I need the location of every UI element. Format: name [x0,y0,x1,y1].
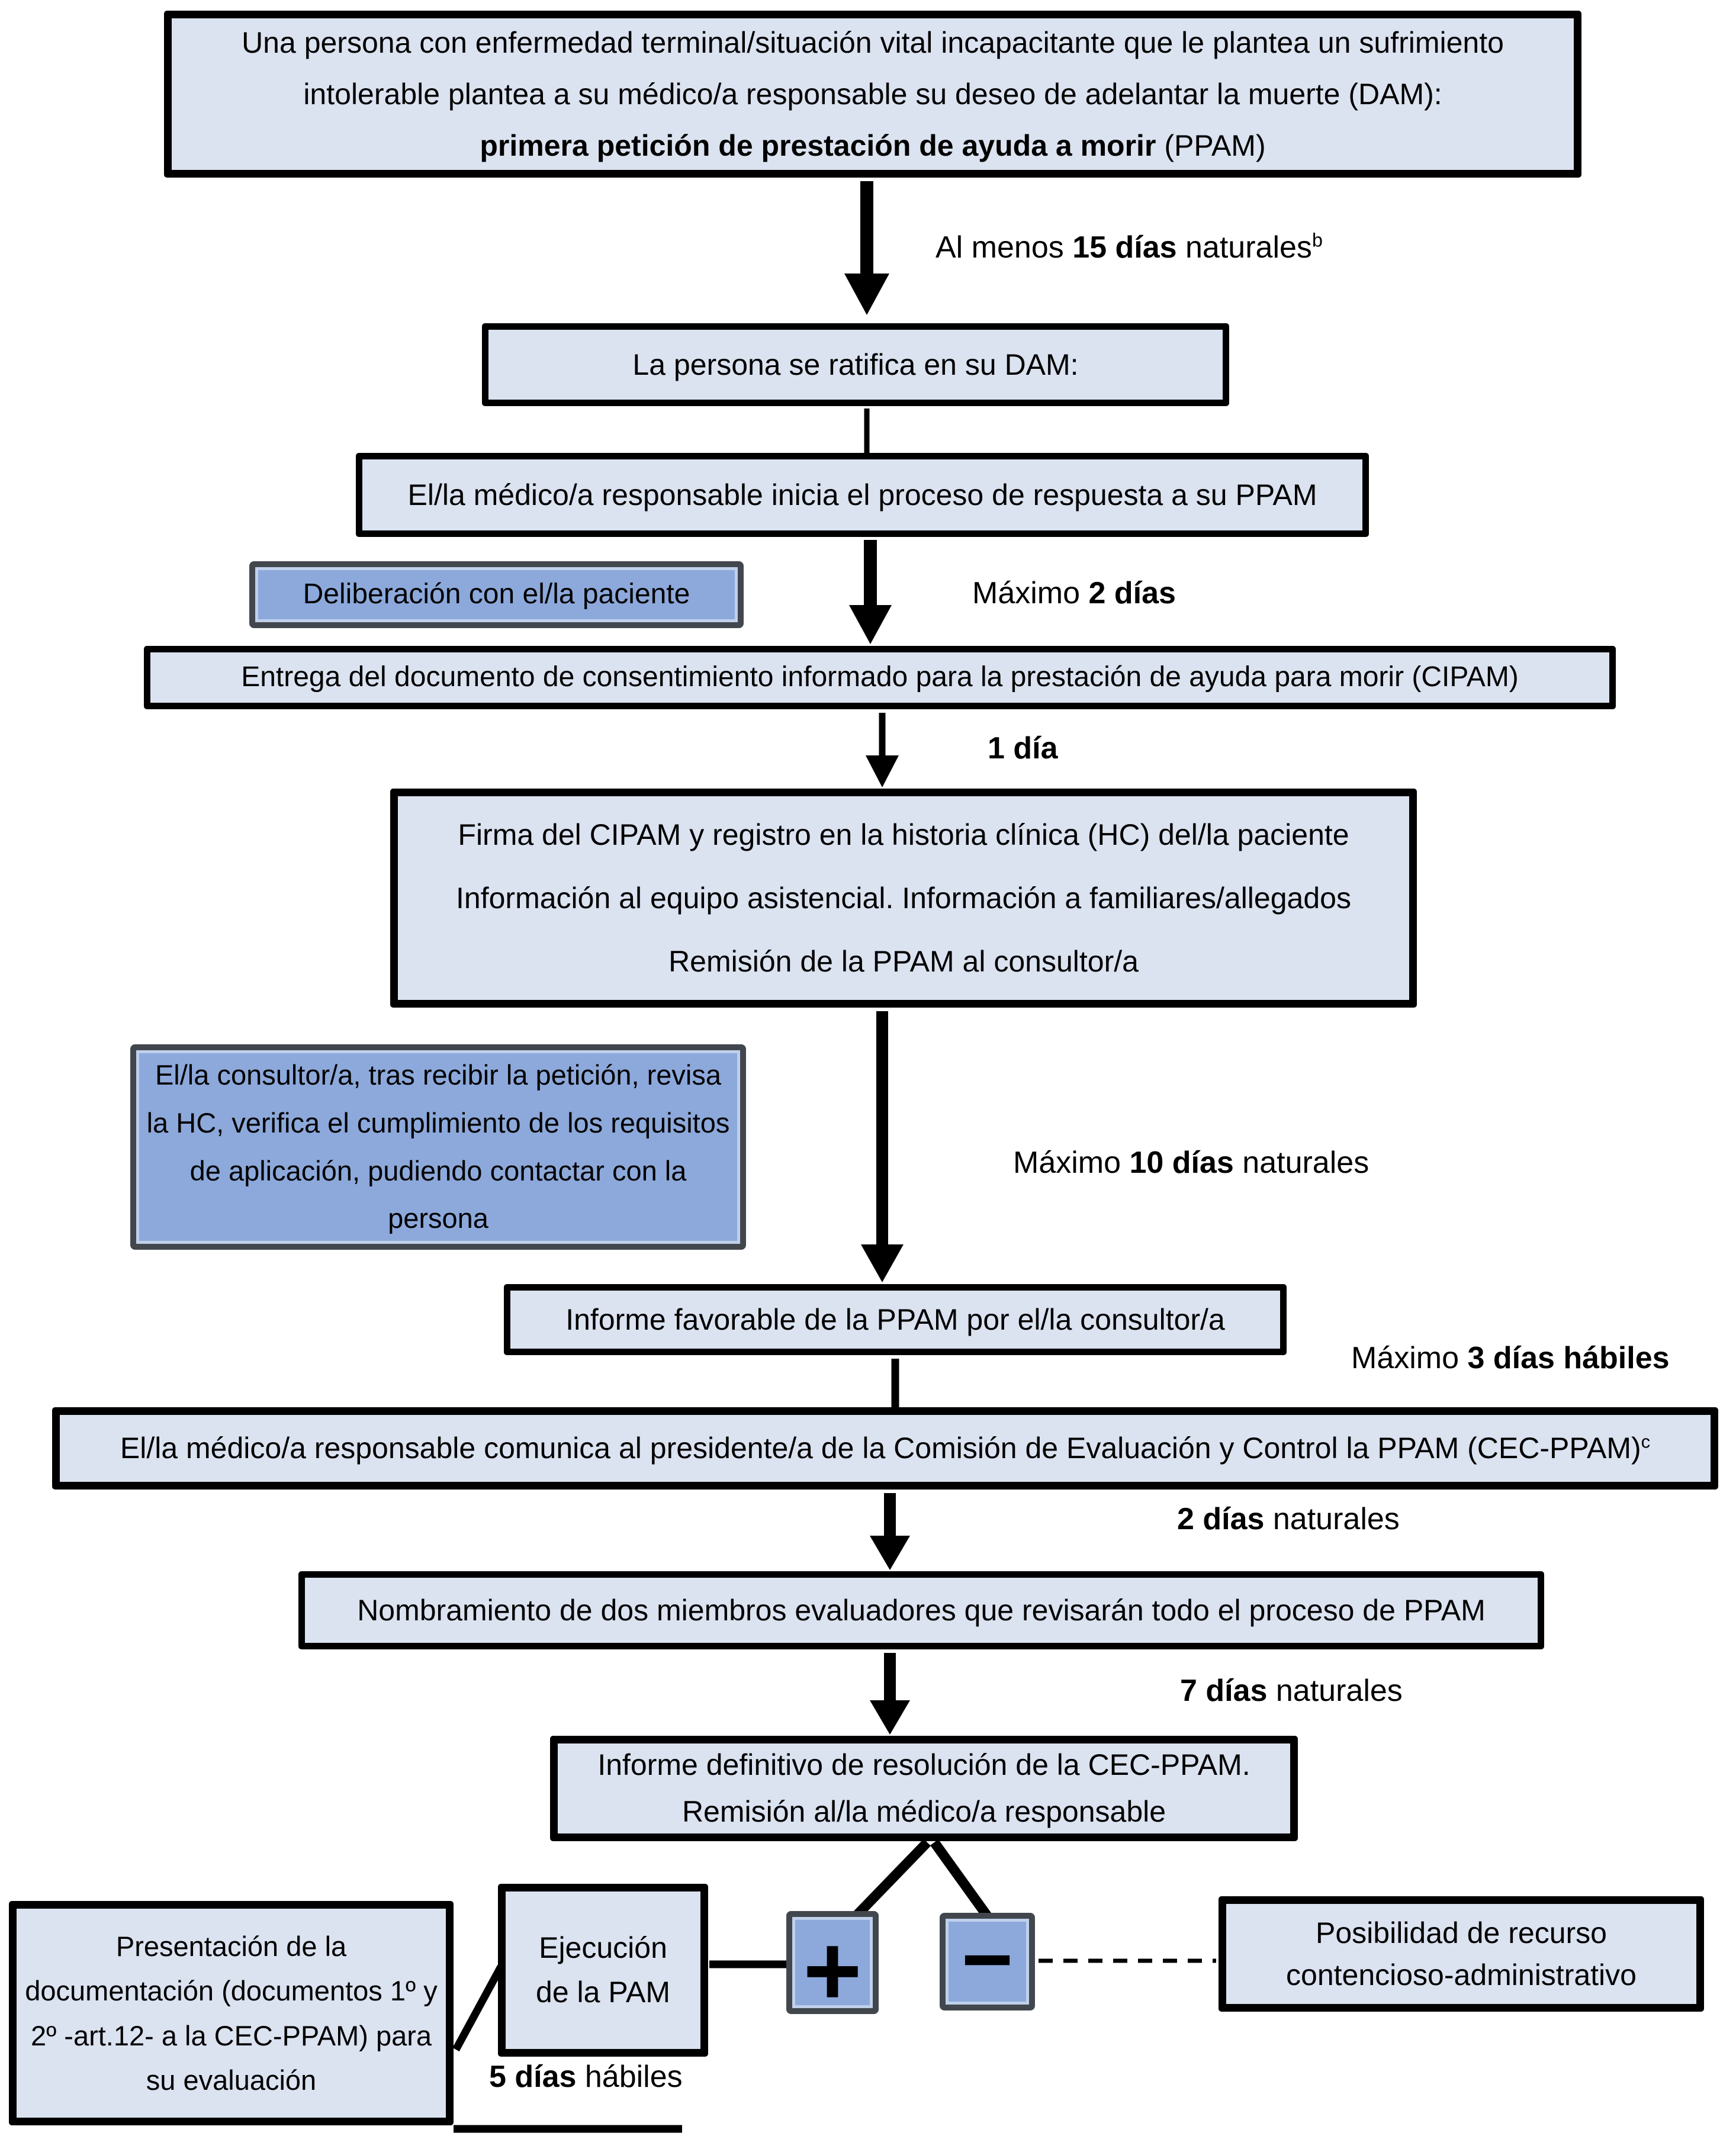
box-informe-favorable: Informe favorable de la PPAM por el/la c… [504,1284,1287,1355]
line-presentacion-to-ejecucion [452,1964,504,2052]
box-presentacion-documentacion-text: Presentación de la documentación (docume… [25,1931,438,2096]
box-firma-cipam-line1: Firma del CIPAM y registro en la histori… [458,818,1349,851]
plus-sign: + [803,1915,862,2027]
box-consultor: El/la consultor/a, tras recibir la petic… [130,1044,746,1250]
box-ejecucion-pam-line1: Ejecución [539,1931,667,1964]
box-ratifica-text: La persona se ratifica en su DAM: [632,348,1079,381]
box-entrega-cipam-text: Entrega del documento de consentimiento … [241,661,1519,693]
box-recurso-contencioso: Posibilidad de recurso contencioso-admin… [1219,1896,1704,2012]
box-informe-favorable-text: Informe favorable de la PPAM por el/la c… [565,1302,1225,1336]
arrowhead-nombramiento-to-informe-definitivo [870,1700,910,1735]
label-15-dias: Al menos 15 días naturalesb [935,229,1323,265]
arrowhead-comunica-to-nombramiento [870,1536,910,1570]
label-10-dias: Máximo 10 días naturales [1013,1146,1369,1180]
box-primera-peticion-line2: intolerable plantea a su médico/a respon… [303,77,1442,111]
box-recurso-contencioso-line1: Posibilidad de recurso [1316,1916,1607,1950]
box-firma-cipam-line2: Información al equipo asistencial. Infor… [456,881,1351,915]
label-1-dia: 1 día [988,731,1058,765]
box-ratifica: La persona se ratifica en su DAM: [482,323,1229,406]
box-recurso-contencioso-line2: contencioso-administrativo [1286,1958,1637,1992]
box-primera-peticion-line3: primera petición de prestación de ayuda … [480,128,1266,162]
box-primera-peticion-line1: Una persona con enfermedad terminal/situ… [242,25,1504,59]
box-informe-definitivo: Informe definitivo de resolución de la C… [550,1736,1298,1841]
box-presentacion-documentacion: Presentación de la documentación (docume… [9,1901,454,2125]
box-primera-peticion: Una persona con enfermedad terminal/situ… [164,11,1581,178]
box-negative-outcome: − [940,1913,1035,2010]
box-comunica-cec: El/la médico/a responsable comunica al p… [52,1407,1718,1490]
label-2-dias-naturales: 2 días naturales [1177,1502,1400,1536]
label-3-dias-habiles: Máximo 3 días hábiles [1351,1341,1670,1375]
box-consultor-text: El/la consultor/a, tras recibir la petic… [146,1059,730,1234]
arrowhead-firma-to-informe-favorable [861,1244,904,1282]
label-5-dias-habiles: 5 días hábiles [489,2060,683,2094]
branch-to-negative [930,1839,993,1921]
label-7-dias: 7 días naturales [1180,1674,1403,1708]
box-firma-cipam-line3: Remisión de la PPAM al consultor/a [668,944,1139,978]
minus-sign: − [961,1909,1014,2009]
box-informe-definitivo-line1: Informe definitivo de resolución de la C… [597,1748,1250,1781]
branch-to-positive [853,1839,931,1918]
box-informe-definitivo-line2: Remisión al/la médico/a responsable [681,1795,1166,1828]
arrowhead-initial-to-ratifica [844,274,889,315]
box-nombramiento-text: Nombramiento de dos miembros evaluadores… [357,1593,1486,1627]
box-nombramiento: Nombramiento de dos miembros evaluadores… [298,1571,1544,1649]
label-2-dias: Máximo 2 días [972,576,1176,610]
box-firma-cipam: Firma del CIPAM y registro en la histori… [390,789,1417,1008]
box-inicia-proceso-text: El/la médico/a responsable inicia el pro… [407,478,1317,512]
box-comunica-cec-text: El/la médico/a responsable comunica al p… [120,1431,1651,1465]
box-entrega-cipam: Entrega del documento de consentimiento … [144,646,1616,709]
arrowhead-inicia-to-entrega [849,605,892,644]
box-positive-outcome: + [786,1911,879,2021]
box-deliberacion-text: Deliberación con el/la paciente [303,578,690,610]
box-deliberacion: Deliberación con el/la paciente [249,561,744,628]
box-ejecucion-pam: Ejecución de la PAM [498,1884,708,2057]
box-ejecucion-pam-line2: de la PAM [536,1976,670,2009]
arrowhead-entrega-to-firma [866,755,899,787]
box-inicia-proceso: El/la médico/a responsable inicia el pro… [356,453,1369,537]
